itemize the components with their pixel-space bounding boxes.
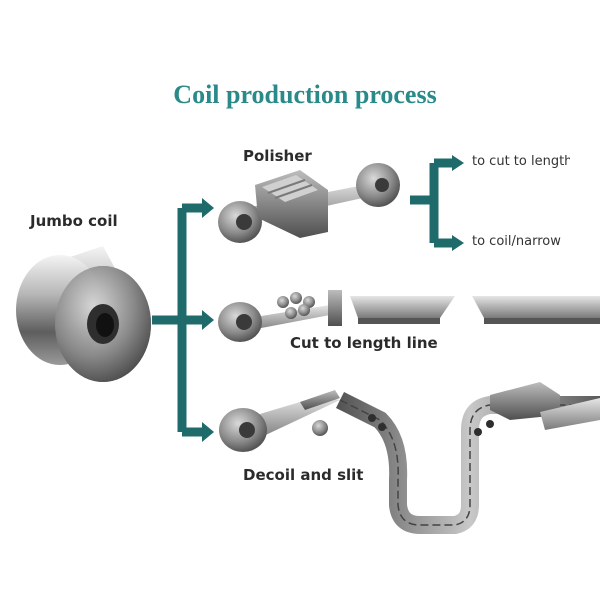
jumbo-coil-graphic [16,246,151,382]
page-title: Coil production process [173,80,437,109]
jumbo-coil-label: Jumbo coil [30,212,118,230]
decoil-slit-label: Decoil and slit [243,466,364,484]
destination-cut-to-length: to cut to length [472,154,570,169]
destination-coil-narrow: to coil/narrow [472,234,561,249]
decoil-slit-graphic [219,382,600,534]
polisher-label: Polisher [243,147,312,165]
arrow-heads [202,155,464,442]
cut-to-length-label: Cut to length line [290,334,438,352]
branch-connectors [152,158,452,437]
cut-to-length-graphic [218,290,600,342]
polisher-graphic [218,163,400,243]
